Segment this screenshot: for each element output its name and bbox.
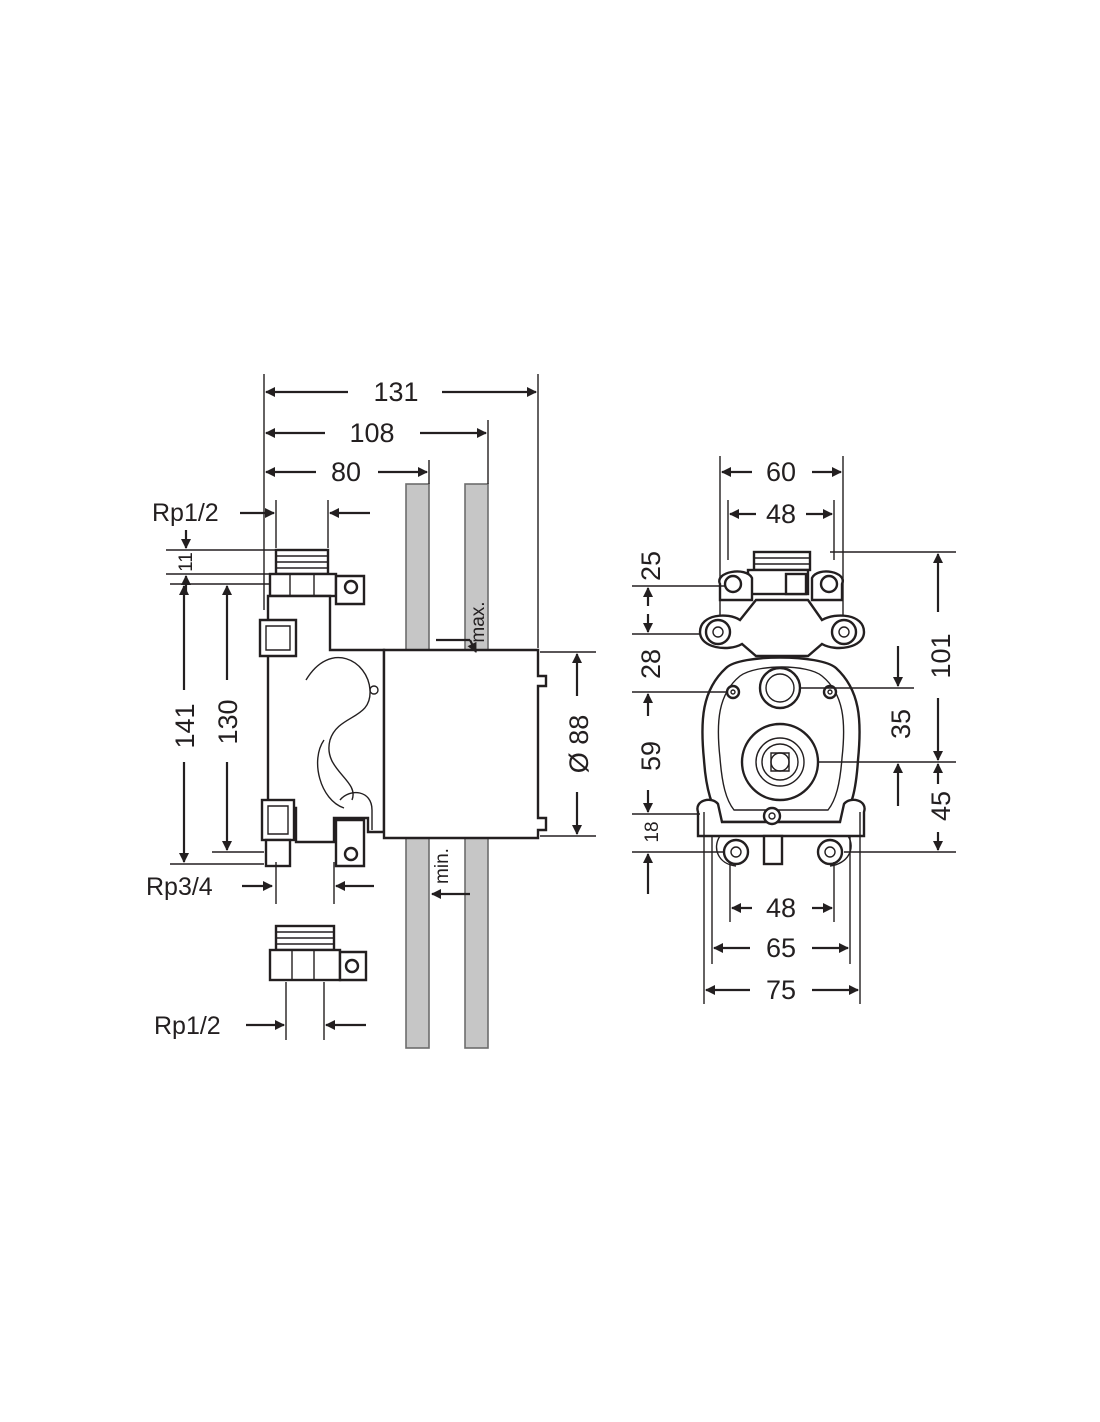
dim-75: 75: [705, 975, 859, 1005]
dim-28-text: 28: [636, 649, 666, 679]
thread-bottom-text: Rp1/2: [154, 1012, 221, 1040]
dim-108: 108: [265, 418, 487, 448]
dim-59-text: 59: [636, 741, 666, 771]
max-text: max.: [468, 601, 489, 642]
dim-101-text: 101: [926, 633, 956, 678]
dim-60: 60: [721, 457, 842, 487]
dim-18: 18: [642, 821, 663, 894]
dim-60-text: 60: [766, 457, 796, 487]
dim-48-bottom: 48: [731, 893, 833, 923]
dim-88-text: Ø 88: [564, 715, 594, 774]
dim-18-text: 18: [642, 821, 663, 842]
dim-80: 80: [265, 457, 428, 487]
dim-130: 130: [212, 585, 264, 853]
dim-131: 131: [265, 377, 537, 407]
dim-11-text: 11: [176, 552, 197, 572]
dim-11: 11: [166, 530, 276, 594]
dim-25: 25: [636, 551, 666, 581]
valve-body-side: [258, 548, 548, 868]
max-label: max.: [436, 601, 489, 653]
dim-141-text: 141: [170, 703, 200, 748]
min-text: min.: [432, 848, 453, 884]
dim-25-text: 25: [636, 551, 666, 581]
thread-top-dim: Rp1/2: [152, 499, 370, 548]
dim-45-text: 45: [926, 791, 956, 821]
dim-88: Ø 88: [540, 651, 596, 837]
dim-35-text: 35: [886, 709, 916, 739]
thread-outlet-dim: Rp3/4: [146, 862, 374, 904]
thread-top-text: Rp1/2: [152, 499, 219, 527]
dim-48-top-text: 48: [766, 499, 796, 529]
dim-75-text: 75: [766, 975, 796, 1005]
dim-45: 45: [926, 763, 956, 851]
dim-108-text: 108: [349, 418, 394, 448]
thread-outlet-text: Rp3/4: [146, 873, 213, 901]
dim-59: 59: [636, 693, 666, 813]
dim-80-text: 80: [331, 457, 361, 487]
min-label: min.: [431, 848, 470, 899]
valve-body-front: [696, 550, 866, 867]
front-view: 60 48: [632, 456, 956, 1005]
dim-131-text: 131: [373, 377, 418, 407]
dim-101: 101: [926, 553, 956, 761]
dim-65: 65: [713, 933, 849, 963]
dim-28: 28: [636, 587, 666, 679]
dim-141: 141: [170, 583, 272, 865]
side-view: 131 108 80 Rp1/2 11: [146, 374, 596, 1049]
thread-bottom-dim: Rp1/2: [154, 1012, 366, 1040]
connector-part: [268, 924, 368, 1040]
dim-48-bottom-text: 48: [766, 893, 796, 923]
dim-130-text: 130: [213, 699, 243, 744]
dim-35: 35: [886, 646, 916, 806]
dim-48-top: 48: [729, 499, 833, 529]
dim-65-text: 65: [766, 933, 796, 963]
